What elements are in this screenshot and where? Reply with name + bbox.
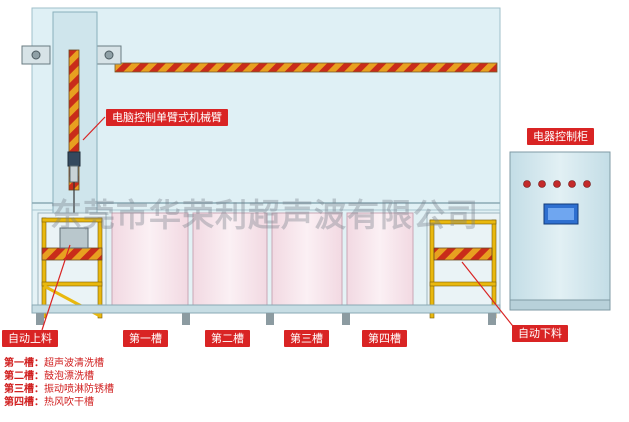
- legend-desc: 热风吹干槽: [44, 397, 94, 408]
- unload-station: [426, 212, 501, 319]
- legend-desc: 振动喷淋防锈槽: [44, 384, 114, 395]
- robot-arm-label: 电脑控制单臂式机械臂: [106, 109, 228, 126]
- tank-3: [271, 212, 343, 306]
- tank-3-label: 第三槽: [284, 330, 329, 347]
- legend-key: 第二槽：: [4, 371, 44, 382]
- legend-desc: 鼓泡漂洗槽: [44, 371, 94, 382]
- legend-key: 第一槽：: [4, 358, 44, 369]
- legend-item: 第三槽：振动喷淋防锈槽: [4, 384, 114, 396]
- auto-unload-label: 自动下料: [512, 325, 568, 342]
- leader-lines: [41, 116, 517, 331]
- load-station: [37, 212, 107, 319]
- control-cabinet-label: 电器控制柜: [527, 128, 594, 145]
- machine-frame: [31, 7, 501, 309]
- overhead-rail: [21, 45, 498, 73]
- tank-1: [111, 212, 189, 306]
- legend-key: 第四槽：: [4, 397, 44, 408]
- auto-load-label: 自动上料: [2, 330, 58, 347]
- tank-4-label: 第四槽: [362, 330, 407, 347]
- legend-item: 第一槽：超声波清洗槽: [4, 358, 104, 370]
- legend-item: 第四槽：热风吹干槽: [4, 397, 94, 409]
- legend-key: 第三槽：: [4, 384, 44, 395]
- watermark: 东莞市华荣利超声波有限公司: [50, 196, 480, 234]
- tank-2-label: 第二槽: [205, 330, 250, 347]
- legend-item: 第二槽：鼓泡漂洗槽: [4, 371, 94, 383]
- tank-1-label: 第一槽: [123, 330, 168, 347]
- control-cabinet: [509, 151, 611, 311]
- legend-desc: 超声波清洗槽: [44, 358, 104, 369]
- tank-4: [346, 212, 414, 306]
